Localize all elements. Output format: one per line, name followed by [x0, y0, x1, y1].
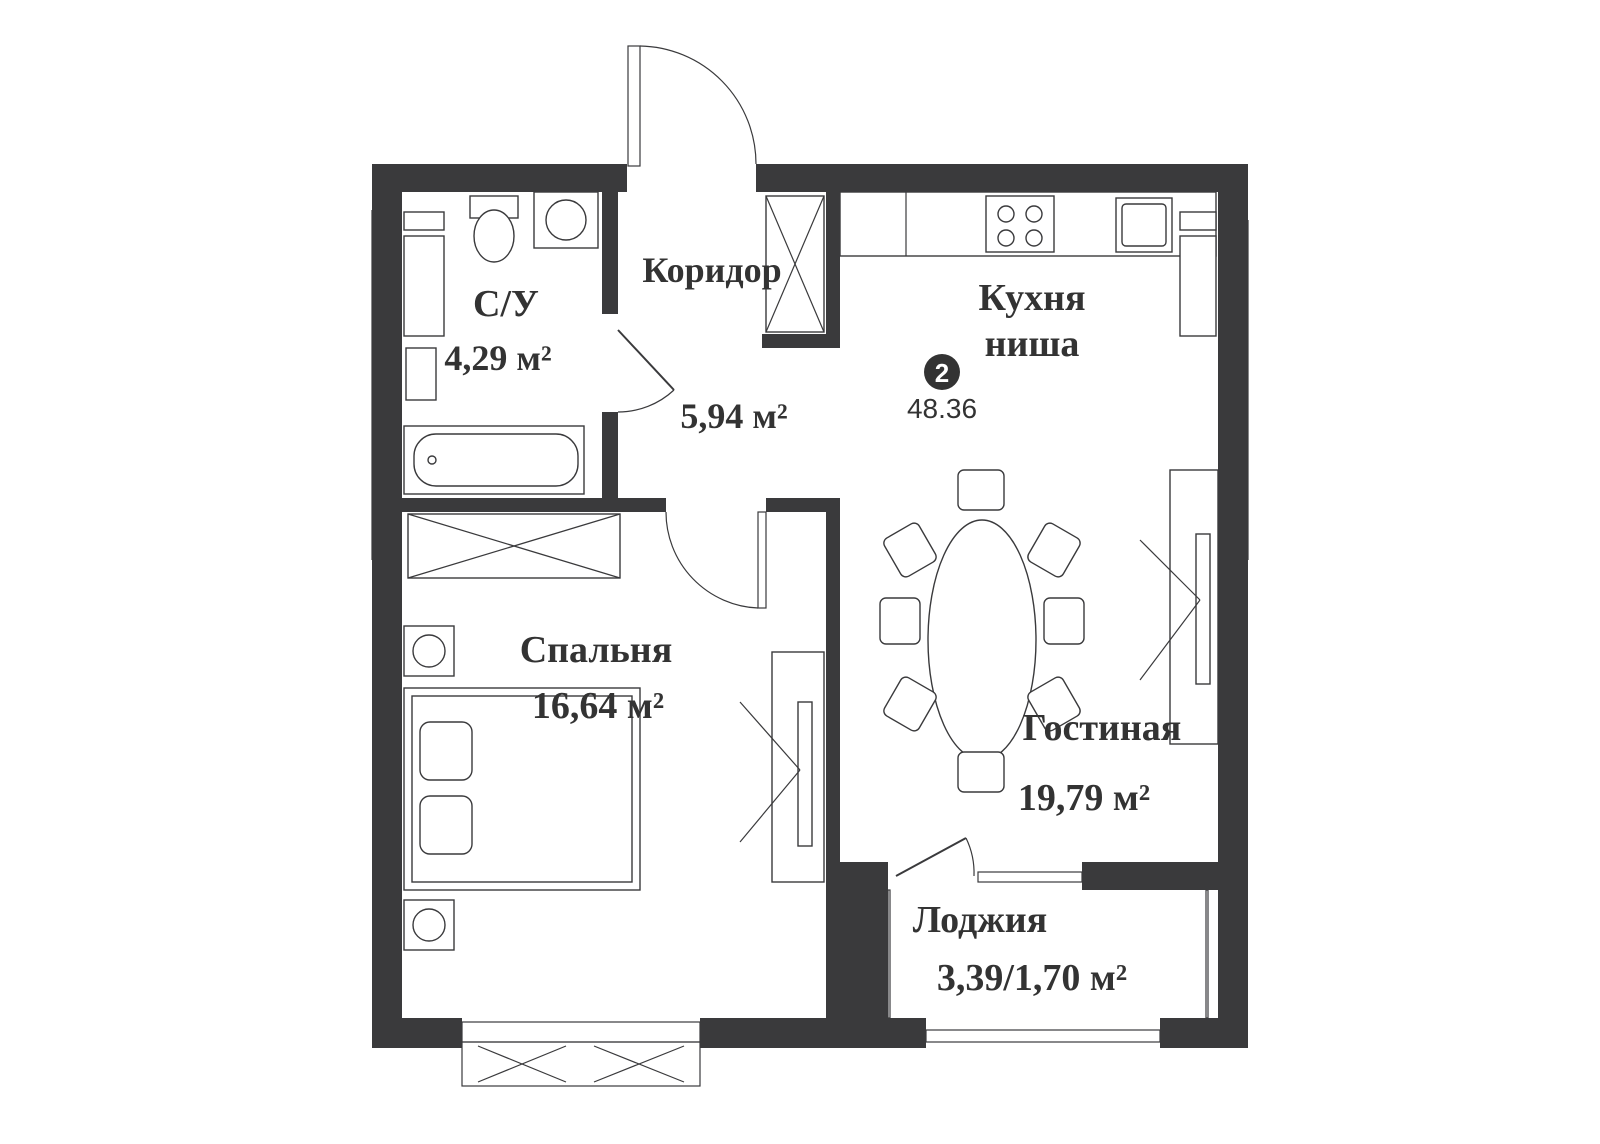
- loggia-name: Лоджия: [913, 899, 1048, 941]
- apartment-number-badge: [924, 354, 960, 390]
- corridor-name: Коридор: [642, 250, 781, 290]
- loggia-area: 3,39/1,70 м²: [937, 957, 1127, 999]
- doors-windows: [371, 45, 1249, 1087]
- loggia-frame: [887, 889, 1209, 1019]
- living-furniture: [879, 469, 1219, 793]
- walls: [372, 164, 1248, 1048]
- corridor-wardrobe: [765, 195, 825, 333]
- corridor-area: 5,94 м²: [680, 396, 787, 436]
- apartment-number: 2: [935, 358, 949, 388]
- bedroom-name: Спальня: [520, 629, 673, 671]
- bathroom-area: 4,29 м²: [444, 338, 551, 378]
- living-area: 19,79 м²: [1018, 777, 1150, 819]
- bathroom-fixtures: [403, 191, 599, 495]
- bedroom-area: 16,64 м²: [532, 685, 664, 727]
- kitchen-name-line1: Кухня: [978, 277, 1085, 319]
- bathroom-name: С/У: [473, 283, 539, 325]
- kitchen-name-line2: ниша: [985, 323, 1080, 365]
- living-name: Гостиная: [1023, 707, 1182, 749]
- total-area: 48.36: [907, 393, 977, 424]
- bedroom-furniture: [403, 513, 825, 951]
- kitchen-fixtures: [839, 191, 1217, 337]
